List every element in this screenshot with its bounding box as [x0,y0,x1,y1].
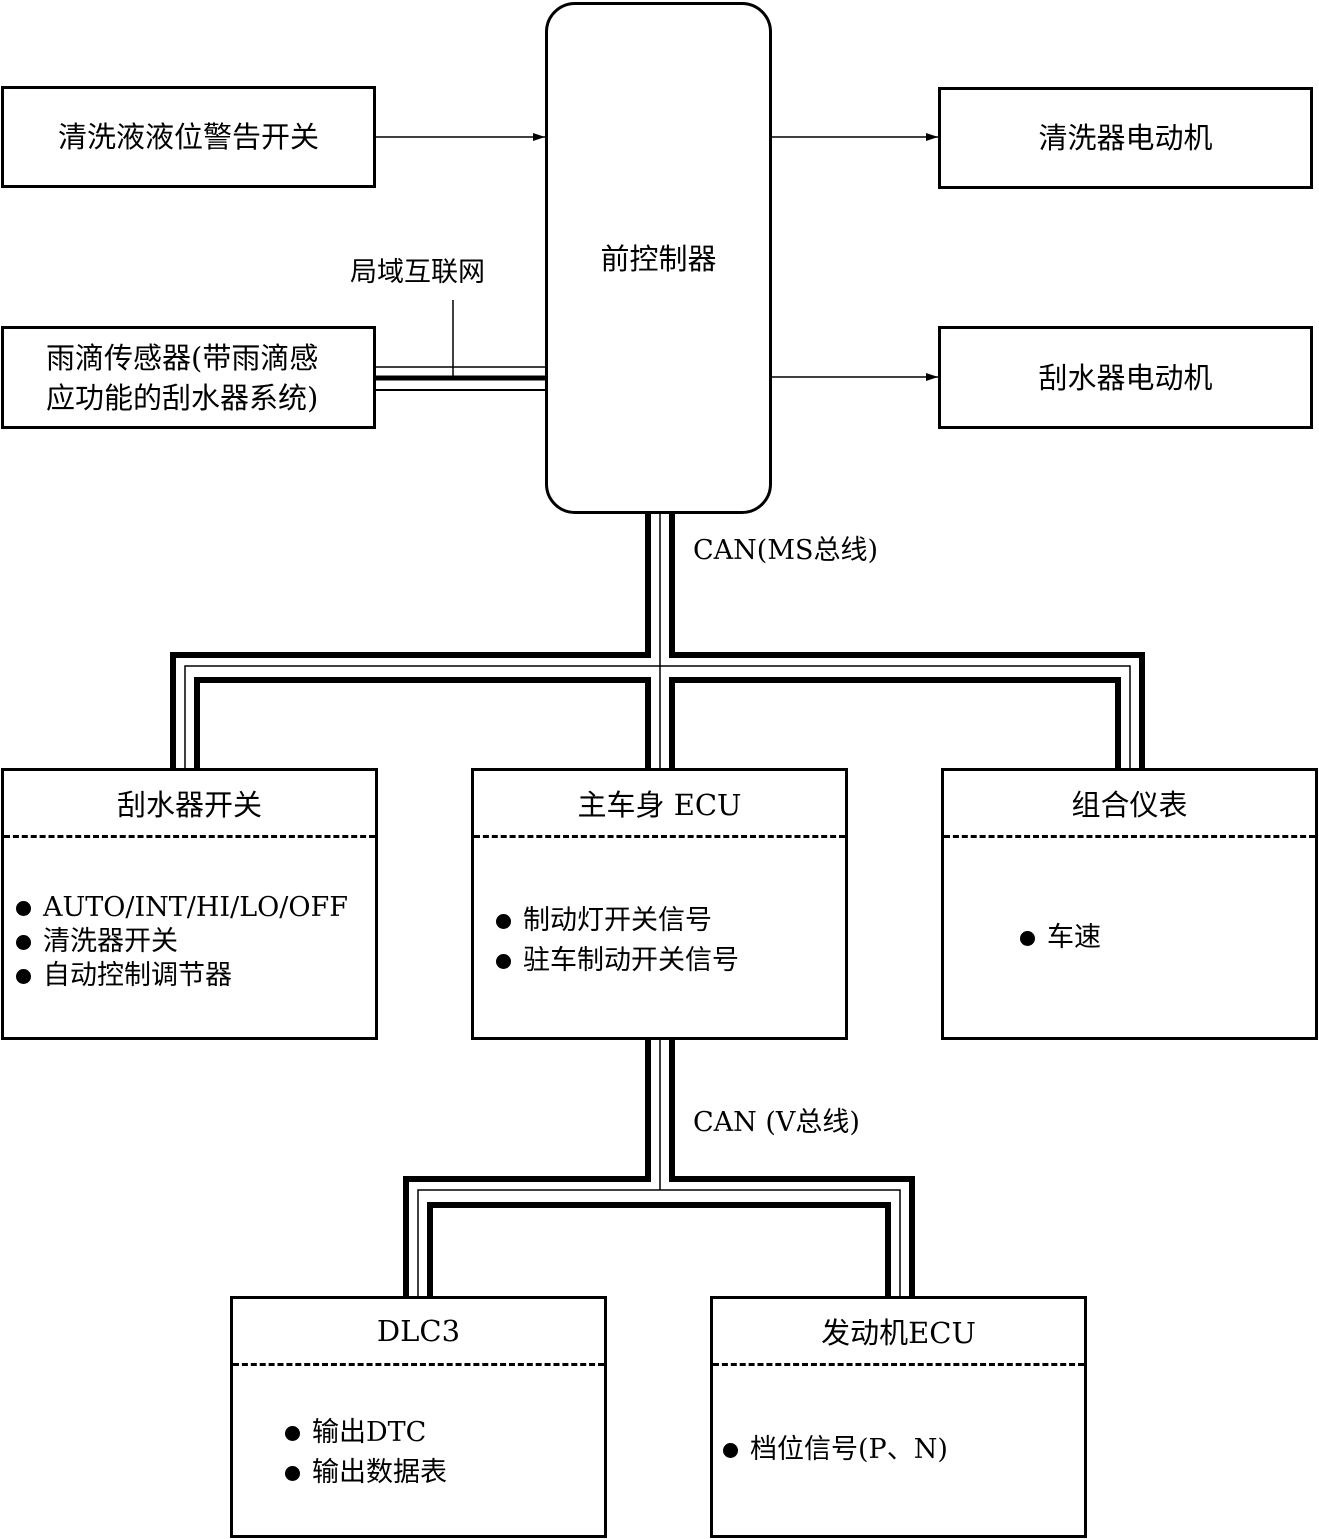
list-item: 制动灯开关信号 [496,901,739,941]
washer-level-switch-box: 清洗液液位警告开关 [1,86,376,188]
can-ms-label: CAN(MS总线) [693,535,878,566]
wiper-switch-divider [4,835,375,838]
bullet-icon [496,913,511,929]
engine-ecu-list: 档位信号(P、N) [723,1433,948,1467]
bullet-icon [16,934,31,950]
engine-ecu-divider [713,1363,1084,1366]
list-item: 档位信号(P、N) [723,1433,948,1467]
wiper-switch-box: 刮水器开关 AUTO/INT/HI/LO/OFF 清洗器开关 自动控制调节器 [1,768,378,1040]
list-item: 清洗器开关 [16,925,348,959]
bullet-icon [16,968,31,984]
main-body-ecu-list: 制动灯开关信号 驻车制动开关信号 [496,901,739,981]
bullet-icon [285,1465,300,1481]
combination-meter-divider [944,835,1315,838]
rain-sensor-label-line2: 应功能的刮水器系统) [46,380,319,415]
bullet-icon [16,900,31,916]
wiper-motor-box: 刮水器电动机 [938,326,1313,429]
washer-motor-label: 清洗器电动机 [1038,121,1213,155]
combination-meter-box: 组合仪表 车速 [941,768,1318,1040]
combination-meter-title: 组合仪表 [1071,788,1188,822]
wiper-motor-label: 刮水器电动机 [1038,360,1213,395]
list-item: 自动控制调节器 [16,959,348,993]
can-v-label: CAN (V总线) [693,1107,860,1138]
washer-level-switch-label: 清洗液液位警告开关 [57,120,319,154]
bullet-icon [496,953,511,969]
rain-sensor-label-line1: 雨滴传感器(带雨滴感 [46,340,319,375]
front-controller-box: 前控制器 [545,2,772,514]
wiper-switch-title: 刮水器开关 [116,788,262,822]
engine-ecu-title: 发动机ECU [821,1316,976,1350]
list-item: 车速 [1020,921,1101,955]
main-body-ecu-box: 主车身 ECU 制动灯开关信号 驻车制动开关信号 [471,768,848,1040]
dlc3-box: DLC3 输出DTC 输出数据表 [230,1296,607,1538]
lin-label: 局域互联网 [350,257,485,288]
list-item: 输出数据表 [285,1453,447,1493]
washer-motor-box: 清洗器电动机 [938,87,1313,189]
main-body-ecu-divider [474,835,845,838]
rain-sensor-box: 雨滴传感器(带雨滴感 应功能的刮水器系统) [1,326,376,429]
list-item: AUTO/INT/HI/LO/OFF [16,891,348,925]
dlc3-divider [233,1363,604,1366]
dlc3-title: DLC3 [376,1314,461,1348]
bullet-icon [1020,930,1035,946]
main-body-ecu-title: 主车身 ECU [577,788,742,822]
dlc3-list: 输出DTC 输出数据表 [285,1413,447,1493]
bullet-icon [723,1442,738,1458]
front-controller-label: 前控制器 [600,242,717,276]
engine-ecu-box: 发动机ECU 档位信号(P、N) [710,1296,1087,1538]
lin-bus [375,300,545,391]
list-item: 驻车制动开关信号 [496,941,739,981]
bullet-icon [285,1425,300,1441]
can-v-bus [403,1039,915,1297]
combination-meter-list: 车速 [1020,921,1101,955]
list-item: 输出DTC [285,1413,447,1453]
can-ms-bus [170,513,1145,769]
wiper-switch-list: AUTO/INT/HI/LO/OFF 清洗器开关 自动控制调节器 [16,891,348,993]
